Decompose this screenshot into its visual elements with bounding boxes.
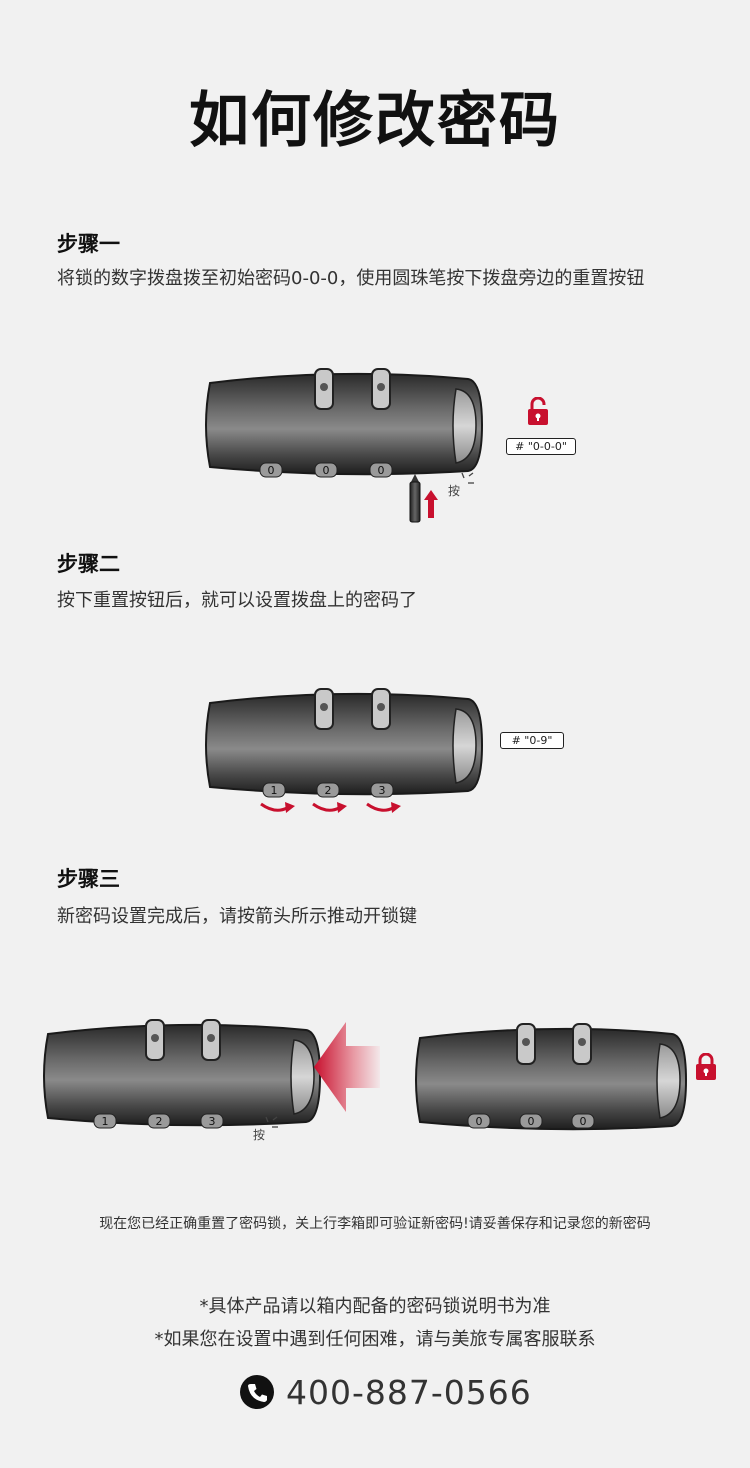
- dial-1: 1: [93, 1113, 117, 1129]
- confirmation-note: 现在您已经正确重置了密码锁，关上行李箱即可验证新密码!请妥善保存和记录您的新密码: [99, 1216, 651, 1232]
- press-label: 按: [253, 1128, 266, 1142]
- phone-icon: [240, 1375, 274, 1409]
- page-title: 如何修改密码: [189, 86, 561, 156]
- dial-1-digit: 1: [102, 1115, 109, 1128]
- step-3-description: 新密码设置完成后，请按箭头所示推动开锁键: [57, 906, 417, 927]
- dial-2: 0: [314, 462, 338, 478]
- rotate-arrows: [260, 802, 401, 813]
- lock-illustration-step-3-locked: 0 0 0: [415, 1023, 688, 1131]
- lock-illustration-step-1: 0 0 0: [205, 368, 484, 478]
- phone-number[interactable]: 400-887-0566: [286, 1372, 532, 1412]
- dial-1-digit: 1: [271, 784, 278, 797]
- dial-1: 0: [467, 1113, 491, 1129]
- dial-2: 2: [147, 1113, 171, 1129]
- step-3-heading: 步骤三: [57, 867, 120, 891]
- dial-3: 3: [200, 1113, 224, 1129]
- dial-3-digit: 0: [580, 1115, 587, 1128]
- press-label: 按: [448, 484, 461, 498]
- step-2-heading: 步骤二: [57, 552, 120, 576]
- dial-3: 0: [571, 1113, 595, 1129]
- push-arrow-icon: [314, 1022, 380, 1112]
- footer-support-note: *如果您在设置中遇到任何困难，请与美旅专属客服联系: [154, 1329, 596, 1350]
- dial-2-digit: 2: [325, 784, 332, 797]
- dial-2-digit: 0: [323, 464, 330, 477]
- curved-arrow-icon: [312, 802, 347, 813]
- pen-icon: [409, 474, 438, 523]
- dial-3-digit: 0: [378, 464, 385, 477]
- dial-3-digit: 3: [379, 784, 386, 797]
- dial-2-digit: 0: [528, 1115, 535, 1128]
- footer-disclaimer: *具体产品请以箱内配备的密码锁说明书为准: [199, 1296, 551, 1317]
- lock-illustration-step-2: 1 2 3: [205, 688, 484, 798]
- code-tag-step-1: # "0-0-0": [506, 438, 576, 455]
- dial-3: 3: [370, 782, 394, 798]
- curved-arrow-icon: [366, 802, 401, 813]
- dial-2: 2: [316, 782, 340, 798]
- padlock-unlocked-icon: [528, 397, 548, 425]
- padlock-locked-icon: [696, 1053, 716, 1080]
- dial-1-digit: 0: [476, 1115, 483, 1128]
- dial-3: 0: [369, 462, 393, 478]
- press-burst-icon: [265, 1116, 278, 1128]
- dial-1: 0: [259, 462, 283, 478]
- press-burst-icon: [461, 472, 474, 484]
- dial-1-digit: 0: [268, 464, 275, 477]
- dial-2-digit: 2: [156, 1115, 163, 1128]
- curved-arrow-icon: [260, 802, 295, 813]
- dial-1: 1: [262, 782, 286, 798]
- lock-illustration-step-3-set: 1 2 3: [43, 1019, 322, 1129]
- code-tag-step-2: # "0-9": [500, 732, 564, 749]
- arrow-up-icon: [424, 490, 438, 518]
- step-2-description: 按下重置按钮后，就可以设置拨盘上的密码了: [57, 590, 417, 611]
- dial-2: 0: [519, 1113, 543, 1129]
- dial-3-digit: 3: [209, 1115, 216, 1128]
- step-1-heading: 步骤一: [57, 232, 120, 256]
- step-1-description: 将锁的数字拨盘拨至初始密码0-0-0，使用圆珠笔按下拨盘旁边的重置按钮: [57, 268, 645, 289]
- phone-contact[interactable]: 400-887-0566: [240, 1370, 532, 1414]
